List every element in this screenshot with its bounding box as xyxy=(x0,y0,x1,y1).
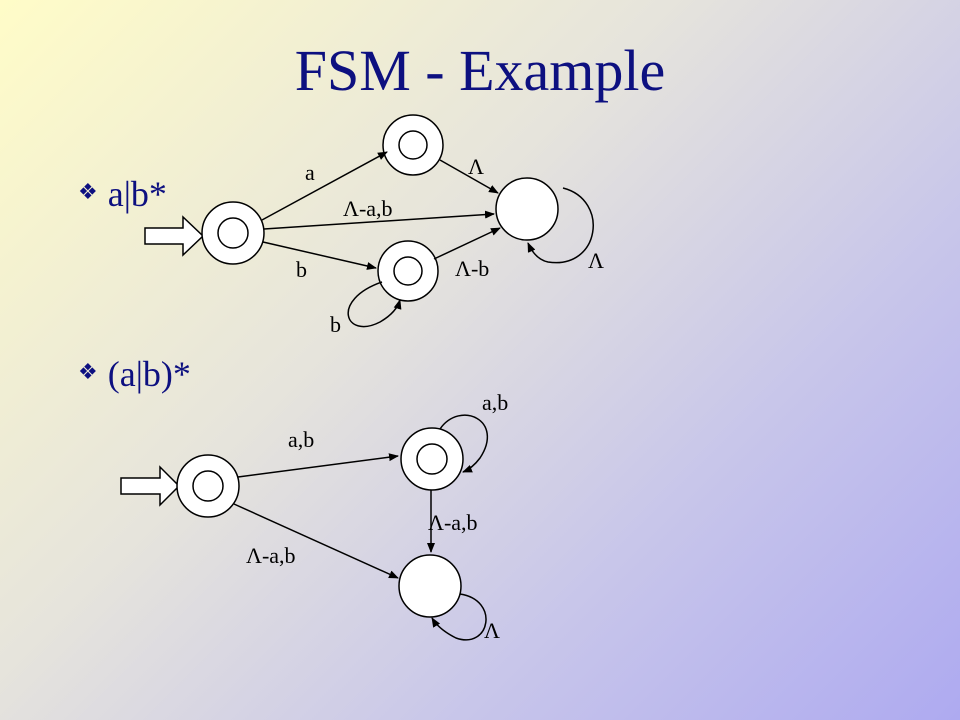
state-b xyxy=(377,240,439,302)
bullet-a-or-b-paren-star: ❖ (a|b)* xyxy=(78,356,191,392)
loop-sink xyxy=(431,593,487,641)
label-lambda-loop: Λ xyxy=(588,248,604,273)
bullet-text: a|b* xyxy=(107,174,167,214)
label-lambda-ab-left: Λ-a,b xyxy=(246,543,296,568)
edge-start-to-sink xyxy=(263,210,495,230)
edge-start-to-a xyxy=(261,151,388,221)
state-sink xyxy=(398,554,462,618)
label-lambda-loop: Λ xyxy=(484,618,500,643)
state-a xyxy=(382,114,444,176)
label-ab-loop: a,b xyxy=(482,390,508,415)
label-lambda-ab-right: Λ-a,b xyxy=(428,510,478,535)
state-start xyxy=(176,454,240,518)
edge-a-to-sink xyxy=(439,159,499,194)
bullet-a-or-b-star: ❖ a|b* xyxy=(78,176,167,212)
edge-start-to-sink xyxy=(233,503,399,579)
label-b-loop: b xyxy=(330,312,341,337)
loop-b xyxy=(347,281,402,328)
loop-sink xyxy=(527,187,594,264)
bullet-text: (a|b)* xyxy=(107,354,191,394)
loop-accept xyxy=(439,414,488,473)
label-lambda-b: Λ-b xyxy=(455,256,489,281)
state-start xyxy=(201,201,265,265)
diagram-a-or-b-star: a Λ Λ-a,b b Λ-b Λ b xyxy=(144,114,604,337)
state-sink xyxy=(495,177,559,241)
start-arrow xyxy=(144,215,205,257)
label-lambda-top: Λ xyxy=(468,154,484,179)
edge-b-to-sink xyxy=(433,227,501,260)
label-a: a xyxy=(305,160,315,185)
edge-start-to-accept xyxy=(237,453,399,478)
diamond-bullet-icon: ❖ xyxy=(78,359,98,384)
label-ab-top: a,b xyxy=(288,427,314,452)
edge-start-to-b xyxy=(262,241,377,270)
diagram-a-or-b-paren-star: a,b a,b Λ-a,b Λ-a,b Λ xyxy=(120,390,508,643)
label-lambda-ab: Λ-a,b xyxy=(343,196,393,221)
slide-title: FSM - Example xyxy=(294,38,666,103)
state-accept xyxy=(400,427,464,491)
start-arrow xyxy=(120,465,181,507)
diamond-bullet-icon: ❖ xyxy=(78,179,98,204)
label-b-mid: b xyxy=(296,257,307,282)
